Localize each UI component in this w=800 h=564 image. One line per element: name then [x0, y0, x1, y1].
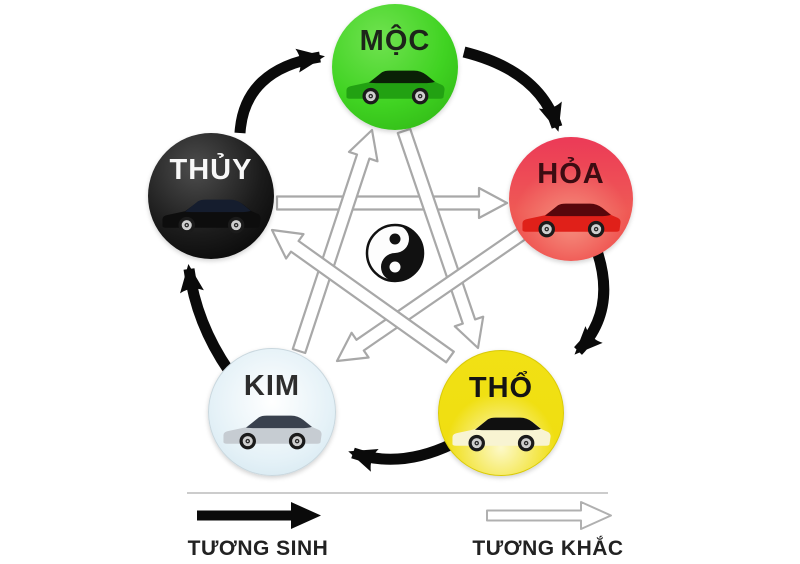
legend-label-tuong-khac: TƯƠNG KHẮC	[472, 537, 624, 560]
tuong-sinh-arrow-tho-kim	[348, 439, 455, 472]
tuong-khac-arrow-thuy-hoa	[275, 186, 509, 220]
element-circle-kim: KIM	[208, 348, 336, 476]
element-label-kim: KIM	[243, 370, 301, 402]
element-circle-thuy: THỦY	[148, 133, 274, 259]
tuong-sinh-arrow-legend	[197, 502, 321, 529]
car-icon	[343, 62, 447, 106]
tuong-khac-arrow-moc-tho	[396, 127, 485, 350]
tuong-khac-arrow-tho-thuy	[270, 228, 455, 364]
legend-item-tuong-khac: TƯƠNG KHẮC	[468, 500, 628, 561]
car-icon	[449, 409, 553, 453]
car-icon	[519, 195, 623, 239]
car-icon	[159, 191, 263, 235]
legend-separator-line	[187, 492, 608, 494]
element-label-moc: MỘC	[359, 25, 431, 57]
tuong-sinh-arrow-hoa-tho	[573, 249, 610, 355]
tuong-khac-arrow-hoa-kim	[335, 226, 528, 363]
tuong-sinh-arrow-thuy-moc	[234, 48, 325, 134]
element-circle-tho: THỔ	[438, 350, 564, 476]
legend-item-tuong-sinh: TƯƠNG SINH	[178, 500, 338, 561]
tuong-khac-arrow-legend	[486, 501, 612, 530]
element-label-thuy: THỦY	[169, 154, 253, 186]
element-label-hoa: HỎA	[537, 158, 605, 190]
element-circle-moc: MỘC	[332, 4, 458, 130]
legend-label-tuong-sinh: TƯƠNG SINH	[187, 537, 329, 560]
tuong-sinh-arrow-moc-hoa	[462, 46, 563, 132]
tuong-sinh-arrow-kim-thuy	[180, 264, 234, 375]
element-circle-hoa: HỎA	[509, 137, 633, 261]
element-label-tho: THỔ	[468, 372, 534, 404]
tuong-khac-arrow-kim-moc	[291, 128, 379, 355]
car-icon	[220, 407, 324, 451]
yin-yang-icon	[365, 223, 425, 283]
